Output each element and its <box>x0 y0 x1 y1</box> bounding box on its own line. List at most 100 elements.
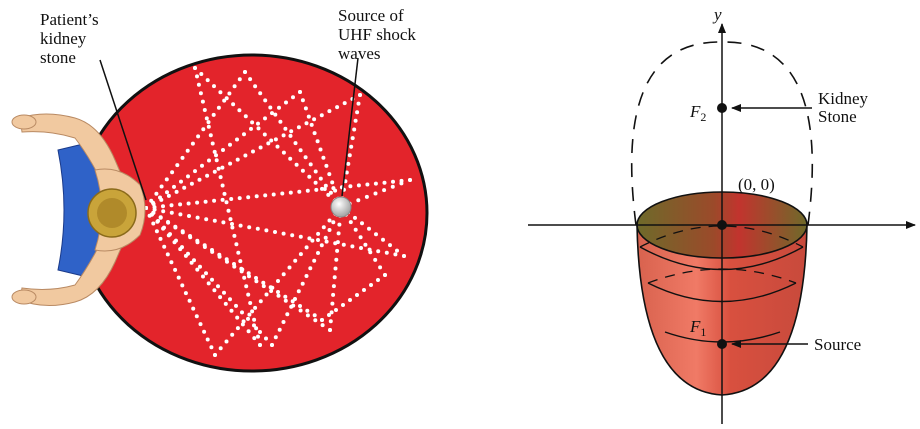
wave-dot <box>321 225 326 230</box>
wave-dot <box>327 228 332 232</box>
wave-dot <box>195 200 200 205</box>
wave-dot <box>224 96 229 101</box>
wave-dot <box>200 163 204 168</box>
wave-dot <box>288 133 293 138</box>
wave-dot <box>293 141 298 146</box>
wave-dot <box>238 259 243 264</box>
wave-dot <box>306 114 311 119</box>
wave-dot <box>324 163 329 168</box>
wave-dot <box>210 277 214 282</box>
patient-figure <box>11 113 146 306</box>
wave-dot <box>310 238 315 243</box>
wave-dot <box>207 158 211 163</box>
wave-dot <box>154 229 159 234</box>
shock-wave-source-label: Source of UHF shock waves <box>338 6 420 63</box>
wave-dot <box>206 120 211 125</box>
wave-dot <box>261 284 266 289</box>
wave-dot <box>298 148 303 153</box>
wave-dot <box>236 250 241 255</box>
wave-dot <box>263 98 268 103</box>
patient-label-leader <box>99 59 147 201</box>
wave-dot <box>185 148 190 153</box>
wave-dot <box>161 209 166 214</box>
wave-dot <box>241 319 246 324</box>
patient-kidney-stone-label: Patient’s kidney stone <box>40 10 103 67</box>
wave-dot <box>276 279 280 283</box>
wave-dot <box>390 184 395 189</box>
wave-dot <box>281 231 286 236</box>
wave-dot <box>152 205 157 210</box>
wave-dot <box>316 231 321 236</box>
wave-dot <box>304 245 309 250</box>
wave-dot <box>224 200 229 205</box>
wave-dot <box>158 236 163 241</box>
origin-label: (0, 0) <box>738 175 775 194</box>
wave-dot <box>252 323 256 328</box>
wave-dot <box>363 242 368 247</box>
wave-dot <box>368 250 373 255</box>
wave-dot <box>264 336 268 341</box>
wave-dot <box>276 293 281 298</box>
wave-dot <box>358 93 362 97</box>
wave-dot <box>208 133 213 138</box>
wave-dot <box>352 127 357 132</box>
wave-dot <box>186 201 191 206</box>
wave-dot <box>382 180 387 185</box>
wave-dot <box>298 234 303 239</box>
wave-dot <box>218 90 223 95</box>
wave-dot <box>298 308 303 313</box>
wave-dot <box>355 293 359 297</box>
wave-dot <box>356 198 361 203</box>
wave-dot <box>187 298 192 303</box>
wave-dot <box>356 183 361 188</box>
wave-dot <box>230 222 234 226</box>
wave-dot <box>254 276 258 280</box>
focus-f1-point <box>717 339 727 349</box>
wave-dot <box>227 91 232 96</box>
wave-dot <box>348 298 352 302</box>
wave-dot <box>312 117 317 122</box>
wave-dot <box>235 326 240 331</box>
wave-dot <box>213 353 217 357</box>
wave-dot <box>180 229 185 234</box>
wave-dot <box>199 72 204 76</box>
wave-dot <box>328 328 332 332</box>
wave-dot <box>373 181 378 186</box>
wave-dot <box>250 120 255 125</box>
wave-dot <box>308 266 313 271</box>
wave-dot <box>166 220 170 224</box>
wave-dot <box>322 187 327 191</box>
wave-dot <box>281 133 286 138</box>
wave-dot <box>290 299 295 304</box>
wave-dot <box>364 194 369 199</box>
wave-dot <box>217 252 222 257</box>
wave-dot <box>151 221 156 226</box>
wave-dot <box>165 252 170 257</box>
focus-f2-label: F2 <box>689 102 706 124</box>
wave-dot <box>220 165 225 170</box>
wave-dot <box>347 153 352 158</box>
wave-dot <box>329 310 334 315</box>
wave-dot <box>341 242 346 247</box>
wave-dot <box>231 102 236 107</box>
wave-dot <box>230 225 235 230</box>
wave-dot <box>176 275 181 280</box>
wave-dot <box>254 279 259 284</box>
wave-dot <box>232 262 236 266</box>
wave-dot <box>246 292 251 297</box>
wave-dot <box>273 230 277 234</box>
wave-dot <box>331 220 336 225</box>
wave-dot <box>203 199 208 204</box>
wave-dot <box>305 313 310 318</box>
wave-dot <box>300 281 305 286</box>
wave-dot <box>246 271 251 276</box>
wave-dot <box>218 295 223 300</box>
wave-dot <box>172 184 176 189</box>
wave-dot <box>218 175 223 180</box>
wave-dot <box>373 191 378 196</box>
wave-dot <box>246 316 250 321</box>
wave-dot <box>312 258 317 263</box>
wave-dot <box>192 258 196 263</box>
wave-dot <box>281 272 286 277</box>
wave-dot <box>384 250 389 255</box>
